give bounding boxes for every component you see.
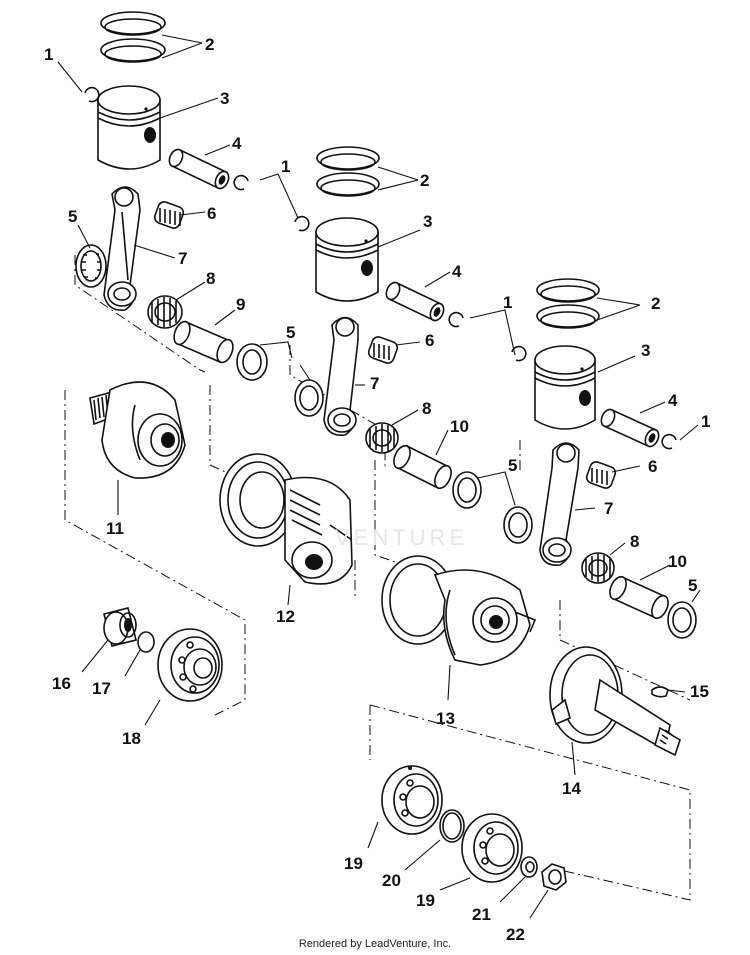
crank-pin-c [609, 575, 669, 620]
thrust-washer-b [294, 379, 324, 417]
callout-2: 2 [651, 294, 661, 313]
circlip-c [511, 345, 677, 450]
leader-lines [57, 34, 701, 919]
crankshaft-section-12 [219, 453, 353, 585]
piston-b [315, 217, 379, 302]
callout-8: 8 [422, 399, 432, 418]
piston-a [97, 85, 161, 170]
callout-8: 8 [630, 532, 640, 551]
big-end-bearing-c [581, 552, 615, 584]
snap-ring-20 [439, 809, 465, 843]
crankshaft-section-13 [381, 555, 537, 666]
big-end-bearing-b [365, 422, 399, 454]
thrust-washer-b2 [452, 471, 482, 509]
callout-20: 20 [382, 871, 401, 890]
callout-6: 6 [425, 331, 435, 350]
connecting-rod-c [539, 442, 580, 567]
piston-pin-c [600, 408, 660, 448]
callout-7: 7 [604, 499, 614, 518]
needle-bearing-16 [103, 607, 137, 647]
callout-21: 21 [472, 905, 491, 924]
callout-1: 1 [701, 412, 711, 431]
needle-bearing-small-b [367, 336, 399, 364]
callout-10: 10 [450, 417, 469, 436]
callout-3: 3 [220, 89, 230, 108]
circlip-a [84, 86, 249, 191]
callout-5: 5 [68, 207, 78, 226]
thrust-washer-c2 [667, 601, 697, 639]
callout-17: 17 [92, 679, 111, 698]
connecting-rod-a [103, 186, 141, 312]
callout-22: 22 [506, 925, 525, 944]
callout-11: 11 [106, 519, 124, 538]
watermark-text: VENTURE [335, 525, 469, 550]
callout-4: 4 [232, 134, 242, 153]
credit-line: Rendered by LeadVenture, Inc. [298, 938, 452, 950]
nut-22 [541, 863, 567, 891]
callout-4: 4 [452, 262, 462, 281]
washer-21 [520, 856, 538, 878]
piston-ring-set-a [100, 11, 166, 63]
callout-1: 1 [44, 45, 54, 64]
ball-bearing-18 [157, 628, 223, 702]
crankshaft-end-right [549, 646, 681, 757]
callout-4: 4 [668, 391, 678, 410]
callout-3: 3 [423, 212, 433, 231]
thrust-washer-a [75, 244, 107, 288]
needle-bearing-small-a [153, 201, 185, 229]
callout-5: 5 [286, 323, 296, 342]
callout-1: 1 [281, 157, 291, 176]
callout-7: 7 [178, 249, 188, 268]
piston-pin-b [385, 281, 445, 322]
snap-ring-17 [137, 631, 155, 653]
callout-10: 10 [668, 552, 687, 571]
circlip-b [294, 215, 464, 328]
callout-1: 1 [503, 293, 513, 312]
piston-pin-a [168, 148, 230, 190]
woodruff-key [651, 686, 669, 698]
connecting-rod-b [323, 316, 359, 437]
callout-7: 7 [370, 374, 380, 393]
piston-c [534, 345, 596, 430]
callout-16: 16 [52, 674, 71, 693]
callout-13: 13 [436, 709, 455, 728]
piston-ring-set-c [536, 278, 600, 329]
needle-bearing-small-c [585, 461, 617, 489]
callout-6: 6 [648, 457, 658, 476]
crankshaft-end-left [89, 381, 186, 479]
ball-bearing-19a [381, 765, 443, 835]
callout-18: 18 [122, 729, 141, 748]
callout-12: 12 [276, 607, 295, 626]
callout-5: 5 [688, 576, 698, 595]
callout-9: 9 [236, 295, 246, 314]
callout-14: 14 [562, 779, 581, 798]
thrust-washer-c [503, 506, 533, 544]
thrust-washer-a2 [236, 343, 268, 381]
callout-19: 19 [344, 854, 363, 873]
callout-2: 2 [420, 171, 430, 190]
crank-pin-a [173, 320, 234, 364]
callout-5: 5 [508, 456, 518, 475]
callout-3: 3 [641, 341, 651, 360]
callout-8: 8 [206, 269, 216, 288]
piston-ring-set-b [316, 146, 380, 197]
ball-bearing-19b [461, 813, 523, 883]
callout-19: 19 [416, 891, 435, 910]
callout-2: 2 [205, 35, 215, 54]
callout-6: 6 [207, 204, 217, 223]
callout-15: 15 [690, 682, 709, 701]
crank-pin-b [393, 444, 452, 490]
big-end-bearing-a [147, 295, 183, 329]
